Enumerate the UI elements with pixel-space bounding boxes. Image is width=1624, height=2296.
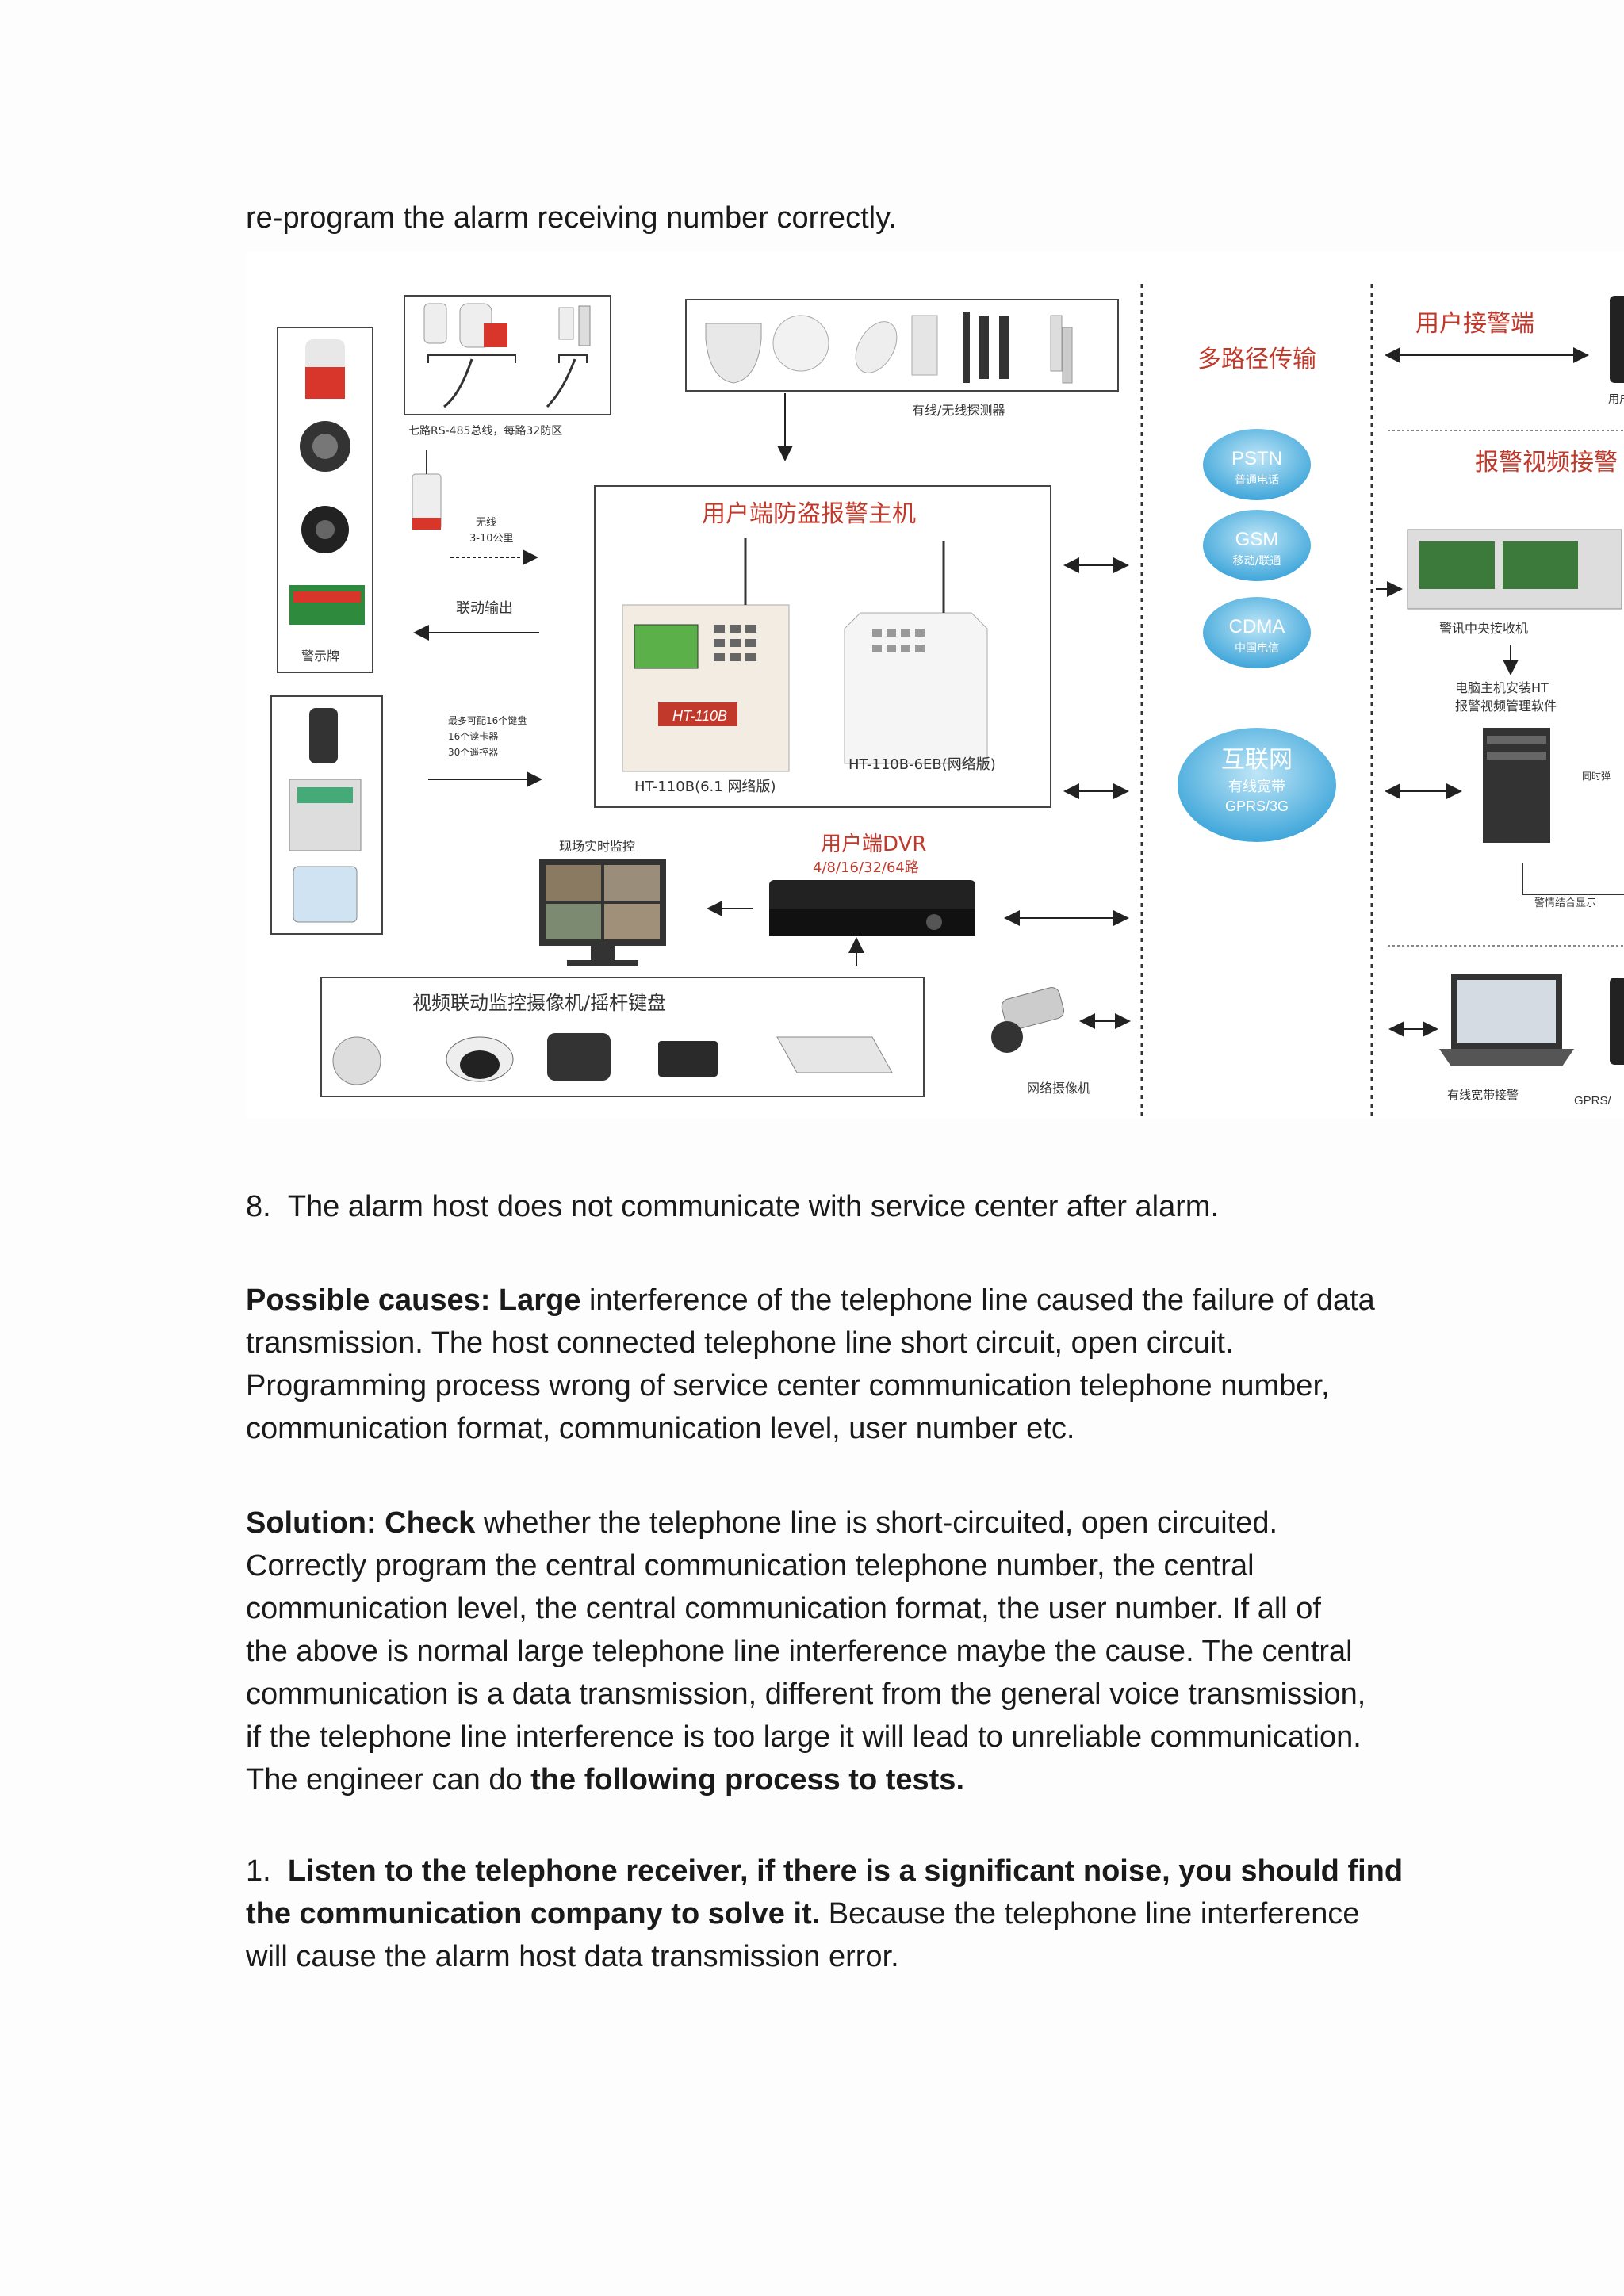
causes-line-1: interference of the telephone line cause…	[580, 1284, 1375, 1317]
dvr-title: 用户端DVR	[821, 832, 926, 856]
cloud-internet-sub2: GPRS/3G	[1225, 798, 1289, 814]
phone-label: 用户	[1608, 392, 1624, 406]
live-monitor-label: 现场实时监控	[559, 839, 635, 854]
detectors-box: 有线/无线探测器	[685, 299, 1119, 461]
wireless-detector: 无线 3-10公里	[412, 450, 538, 565]
warning-devices-box: 警示牌	[277, 327, 373, 673]
possible-causes-paragraph: Possible causes: Large interference of t…	[246, 1279, 1419, 1450]
receiver-label: 警讯中央接收机	[1439, 621, 1528, 636]
solution-line-4: the above is normal large telephone line…	[246, 1635, 1353, 1668]
rs485-box: 七路RS-485总线，每路32防区	[404, 295, 611, 438]
cloud-cdma-sub: 中国电信	[1235, 642, 1279, 655]
host-title: 用户端防盗报警主机	[702, 500, 916, 528]
solution-bold: Solution: Check	[246, 1506, 476, 1540]
host-b-label: HT-110B-6EB(网络版)	[848, 756, 996, 773]
network-camera: 网络摄像机	[991, 987, 1131, 1096]
dvr: 用户端DVR 4/8/16/32/64路	[707, 832, 1129, 966]
solution-paragraph: Solution: Check whether the telephone li…	[246, 1502, 1419, 1801]
wireless-label-1: 无线	[476, 517, 496, 529]
host-a-label: HT-110B(6.1 网络版)	[634, 779, 776, 795]
warning-sign-label: 警示牌	[301, 649, 339, 664]
cloud-gsm: GSM	[1235, 529, 1279, 550]
cloud-internet-sub1: 有线宽带	[1228, 779, 1285, 795]
transmission-column: 多路径传输 PSTN 普通电话 GSM 移动/联通 CDMA 中国电信 互联网 …	[1178, 346, 1336, 842]
alarm-host-box: 用户端防盗报警主机 HT-110B HT-110B(6.1 网络版)	[594, 485, 1051, 808]
top-line: re-program the alarm receiving number co…	[246, 201, 897, 235]
step-1-bold-line-1: Listen to the telephone receiver, if the…	[287, 1854, 1404, 1888]
pc-label-1: 电脑主机安装HT	[1455, 680, 1549, 695]
network-camera-label: 网络摄像机	[1027, 1081, 1090, 1096]
cloud-gsm-sub: 移动/联通	[1233, 555, 1281, 568]
gprs-label: GPRS/	[1574, 1094, 1612, 1108]
laptop-label: 有线宽带接警	[1447, 1088, 1519, 1102]
keypad-label-1: 最多可配16个键盘	[448, 714, 527, 726]
solution-line-5: communication is a data transmission, di…	[246, 1678, 1366, 1711]
causes-line-3: Programming process wrong of service cen…	[246, 1369, 1330, 1402]
keypad-label-2: 16个读卡器	[448, 731, 498, 742]
step-1-bold-line-2: the communication company to solve it.	[246, 1897, 821, 1931]
pc-label-2: 报警视频管理软件	[1455, 698, 1557, 714]
cloud-internet: 互联网	[1221, 746, 1293, 774]
wireless-label-2: 3-10公里	[469, 533, 514, 545]
step-1-line-3: will cause the alarm host data transmiss…	[246, 1940, 899, 1973]
video-receive-title: 报警视频接警	[1475, 449, 1618, 476]
solution-line-2: Correctly program the central communicat…	[246, 1549, 1254, 1582]
causes-line-2: transmission. The host connected telepho…	[246, 1326, 1234, 1360]
dvr-channels: 4/8/16/32/64路	[813, 859, 919, 876]
solution-line-1: whether the telephone line is short-circ…	[475, 1506, 1278, 1540]
user-receive-title: 用户接警端	[1415, 310, 1534, 338]
causes-bold: Possible causes: Large	[246, 1284, 581, 1317]
cloud-cdma: CDMA	[1229, 616, 1285, 637]
step-1-paragraph: 1. Listen to the telephone receiver, if …	[246, 1850, 1419, 1978]
solution-line-6: if the telephone line interference is to…	[246, 1720, 1362, 1754]
keypad-label-3: 30个遥控器	[448, 747, 498, 758]
item-8-text: The alarm host does not communicate with…	[287, 1190, 1220, 1223]
causes-line-4: communication format, communication leve…	[246, 1412, 1075, 1445]
solution-line-3: communication level, the central communi…	[246, 1592, 1321, 1625]
solution-line-7: The engineer can do	[246, 1763, 531, 1797]
item-8: 8. The alarm host does not communicate w…	[246, 1185, 1419, 1228]
pc-side-label: 同时弹	[1582, 771, 1611, 782]
alarm-system-diagram: 警示牌 七路RS-485总	[246, 252, 1624, 1118]
transmission-title: 多路径传输	[1197, 346, 1316, 373]
solution-line-7-bold: the following process to tests.	[530, 1763, 964, 1797]
live-monitor: 现场实时监控	[539, 839, 666, 966]
step-1-number: 1.	[246, 1854, 271, 1888]
ptz-panel: 视频联动监控摄像机/摇杆键盘	[320, 977, 925, 1097]
receiving-column: 用户接警端 用户 报警视频接警 警讯中央接收机 电脑主机安装HT 报警视频管理软…	[1376, 296, 1624, 1108]
rs485-label: 七路RS-485总线，每路32防区	[408, 425, 562, 438]
detectors-label: 有线/无线探测器	[912, 403, 1005, 418]
item-8-number: 8.	[246, 1190, 271, 1223]
step-1-line-2: Because the telephone line interference	[820, 1897, 1360, 1931]
ptz-panel-title: 视频联动监控摄像机/摇杆键盘	[412, 992, 666, 1014]
host-lcd-brand: HT-110B	[672, 708, 727, 724]
cloud-pstn: PSTN	[1231, 448, 1282, 469]
keypad-box	[270, 695, 383, 935]
linkage-output-label: 联动输出	[456, 600, 513, 617]
alarm-bottom-label: 警情结合显示	[1534, 897, 1596, 909]
cloud-pstn-sub: 普通电话	[1235, 474, 1279, 487]
